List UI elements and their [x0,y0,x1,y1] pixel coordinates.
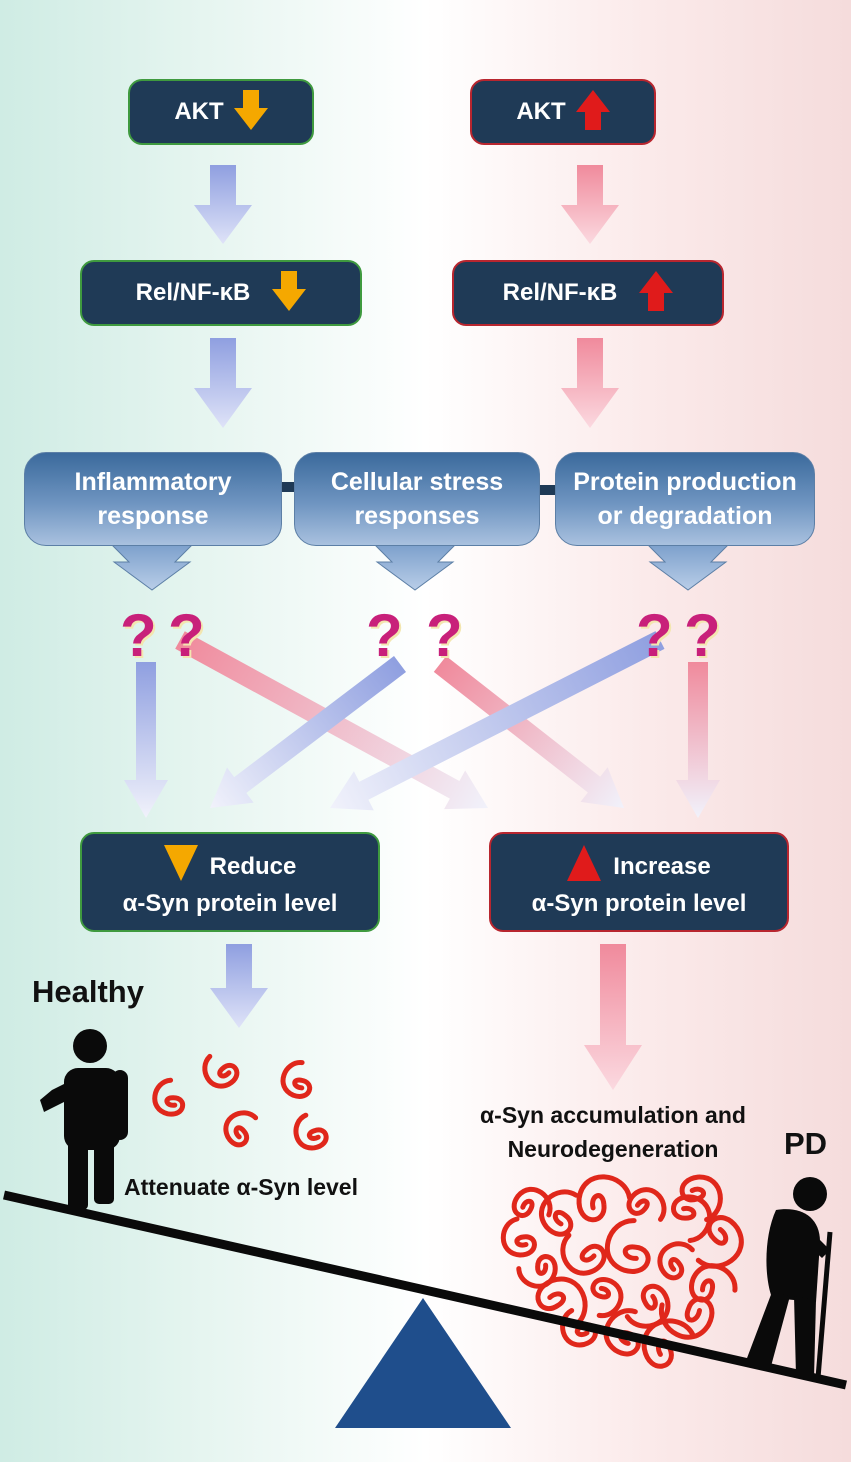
akt-increase-node: AKT [470,79,656,145]
reduce-line2: α-Syn protein level [122,890,338,917]
decrease-arrow-icon [163,845,198,889]
asyn-protein-icon [516,1254,558,1289]
increase-arrow-icon [567,845,602,889]
seesaw-beam [3,1190,847,1390]
cross-arrows [124,631,720,818]
asyn-protein-icon [576,1174,633,1223]
increase-line1: Increase [613,853,711,880]
question-mark-5: ? [636,602,673,669]
arrow-akt-to-nfkb-right [561,165,619,244]
akt-decrease-node: AKT [128,79,314,145]
decrease-arrow-icon [233,89,268,135]
nfkb-increase-node: Rel/NF-κB [452,260,724,326]
process-protein-production-line2: or degradation [597,502,773,530]
asyn-protein-icon [689,1263,738,1303]
increase-arrow-icon [639,270,674,316]
asyn-protein-icon [657,1241,695,1281]
healthy-label: Healthy [32,974,144,1009]
asyn-protein-icon [560,1232,607,1276]
process-notch-2 [373,544,457,591]
asyn-protein-icon [626,1187,667,1222]
process-connector-left [282,482,296,492]
increase-line2: α-Syn protein level [531,890,747,917]
question-mark-1: ? [120,602,157,669]
pd-protein-aggregate [500,1174,744,1369]
asyn-protein-icon [500,1216,537,1258]
question-mark-6: ? [684,602,721,669]
nfkb-decrease-node: Rel/NF-κB [80,260,362,326]
arrow-outcome-to-pd [584,944,642,1090]
nfkb-decrease-label: Rel/NF-κB [135,279,251,306]
arrow-outcome-to-healthy [210,944,268,1028]
process-connector-right [540,485,556,495]
asyn-protein-icon [152,1077,185,1117]
reduce-line1: Reduce [209,853,297,880]
arrow-q5-to-reduce [330,631,665,811]
arrow-akt-to-nfkb-left [194,165,252,244]
process-cellular-stress: Cellular stress responses [294,452,540,546]
asyn-protein-icon [671,1194,713,1243]
asyn-protein-icon [293,1112,329,1151]
pd-caption-line2: Neurodegeneration [507,1136,719,1162]
process-inflammatory-line2: response [97,502,209,530]
pd-label: PD [784,1126,828,1161]
asyn-protein-icon [223,1110,259,1148]
asyn-protein-icon [202,1053,240,1089]
asyn-protein-icon [538,1189,579,1237]
healthy-protein-cluster [152,1053,329,1151]
asyn-protein-icon [695,1215,744,1269]
process-protein-production-line1: Protein production [573,468,797,496]
seesaw-fulcrum [335,1298,511,1428]
increase-asyn-node: Increase α-Syn protein level [489,832,789,932]
question-mark-4: ? [426,602,463,669]
akt-decrease-label: AKT [174,98,224,125]
pd-person-icon [744,1177,833,1379]
healthy-caption: Attenuate α-Syn level [124,1174,358,1200]
process-cellular-stress-line1: Cellular stress [330,468,504,496]
process-notch-3 [646,544,730,591]
akt-increase-label: AKT [516,98,566,125]
process-notch-1 [110,544,194,591]
pd-caption: α-Syn accumulation and Neurodegeneration [440,1098,786,1166]
process-protein-production: Protein production or degradation [555,452,815,546]
asyn-protein-icon [280,1060,313,1099]
nfkb-increase-label: Rel/NF-κB [502,279,618,306]
process-cellular-stress-line2: responses [354,502,480,530]
pd-caption-line1: α-Syn accumulation and [480,1102,746,1128]
asyn-protein-icon [535,1276,588,1328]
arrow-q4-to-increase [433,656,624,808]
arrow-q3-to-reduce [210,656,406,808]
arrow-nfkb-to-processes-right [561,338,619,428]
reduce-asyn-node: Reduce α-Syn protein level [80,832,380,932]
question-mark-3: ? [366,602,403,669]
asyn-protein-icon [679,1174,723,1223]
asyn-protein-icon [511,1187,553,1218]
arrow-q6-to-increase [676,662,720,818]
process-inflammatory-response: Inflammatory response [24,452,282,546]
asyn-protein-icon [604,1218,651,1274]
asyn-protein-icon [658,1296,715,1340]
asyn-protein-icon [590,1277,624,1318]
arrow-nfkb-to-processes-left [194,338,252,428]
process-inflammatory-line1: Inflammatory [74,468,232,496]
question-mark-2: ? [168,602,205,669]
healthy-person-icon [40,1029,128,1210]
arrow-q1-to-reduce [124,662,168,818]
increase-arrow-icon [575,89,610,135]
decrease-arrow-icon [272,270,307,316]
